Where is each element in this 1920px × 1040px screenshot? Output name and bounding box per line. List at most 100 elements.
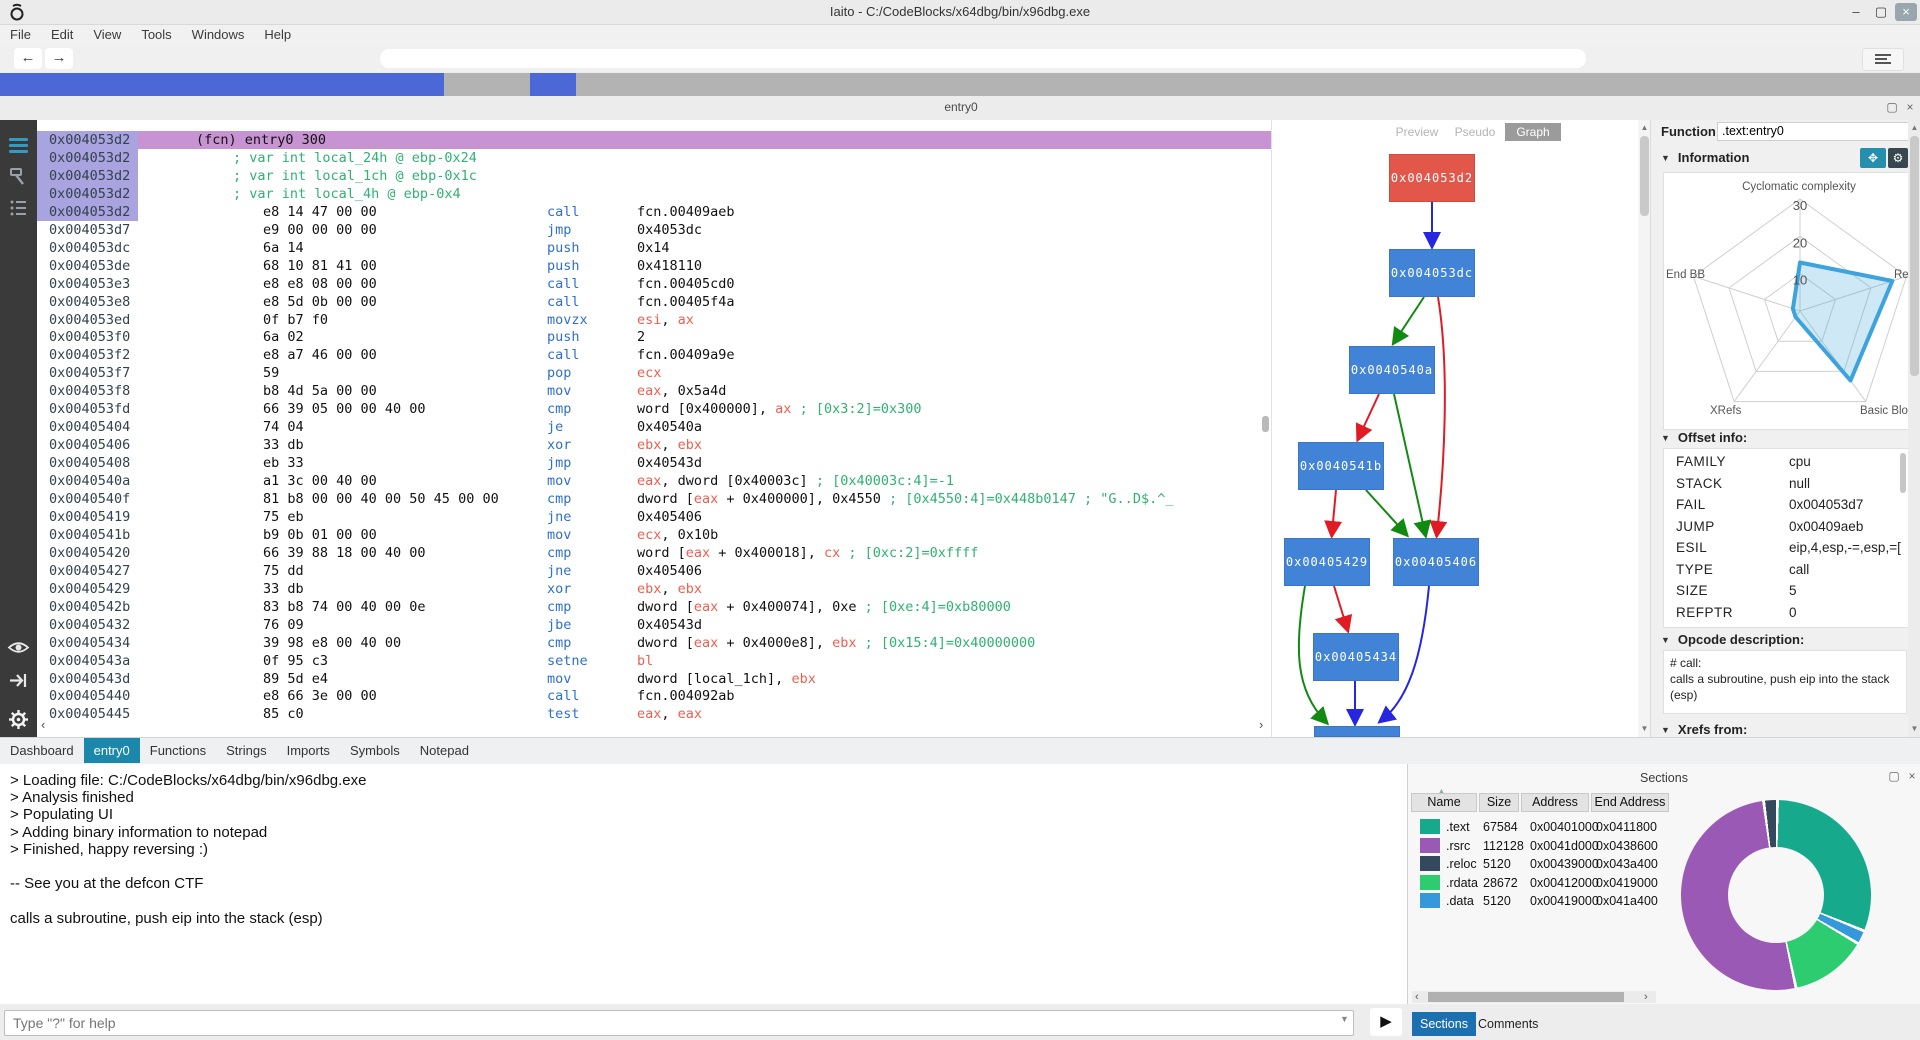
address[interactable]: 0x0040543d: [49, 670, 131, 687]
list-view-icon[interactable]: [7, 196, 30, 219]
address[interactable]: 0x004053e8: [49, 293, 131, 310]
address[interactable]: 0x00405440: [49, 688, 131, 705]
dock-tab-sections[interactable]: Sections: [1412, 1012, 1476, 1036]
graph-node[interactable]: 0x00405434: [1313, 633, 1399, 681]
address[interactable]: 0x0040543a: [49, 652, 131, 669]
function-name-input[interactable]: [1717, 122, 1913, 141]
graph-vertical-scrollbar[interactable]: ▲ ▼: [1638, 120, 1651, 737]
back-button[interactable]: ←: [14, 48, 42, 69]
address[interactable]: 0x004053d7: [49, 221, 131, 238]
section-row[interactable]: .reloc 5120 0x00439000 0x043a400: [1408, 855, 1678, 873]
information-section-header[interactable]: ▼Information: [1661, 150, 1750, 165]
omnibox-input[interactable]: [380, 49, 1586, 68]
tab-strings[interactable]: Strings: [226, 743, 267, 758]
hscroll-left-arrow[interactable]: ‹: [41, 717, 46, 732]
address[interactable]: 0x004053fd: [49, 401, 131, 418]
address[interactable]: 0x004053f7: [49, 365, 131, 382]
address[interactable]: 0x004053dc: [49, 239, 131, 256]
tab-imports[interactable]: Imports: [286, 743, 330, 758]
address[interactable]: 0x004053f2: [49, 347, 131, 364]
address[interactable]: 0x004053d2: [49, 149, 131, 166]
opcode-description-header[interactable]: ▼Opcode description:: [1661, 632, 1805, 647]
address[interactable]: 0x004053f8: [49, 383, 131, 400]
graph-node[interactable]: [1314, 726, 1400, 737]
close-button[interactable]: ×: [1895, 3, 1917, 21]
console-output[interactable]: > Loading file: C:/CodeBlocks/x64dbg/bin…: [0, 764, 1408, 1004]
section-row[interactable]: .rdata 28672 0x00412000 0x0419000: [1408, 874, 1678, 892]
address[interactable]: 0x004053d2: [49, 203, 131, 220]
disasm-vertical-scrollbar[interactable]: [1262, 416, 1269, 432]
offset-info-scrollbar[interactable]: [1900, 453, 1906, 493]
address[interactable]: 0x00405429: [49, 580, 131, 597]
address[interactable]: 0x0040540a: [49, 473, 131, 490]
address[interactable]: 0x004053f0: [49, 329, 131, 346]
address[interactable]: 0x0040542b: [49, 598, 131, 615]
address[interactable]: 0x0040540f: [49, 491, 131, 507]
command-input[interactable]: [4, 1010, 1354, 1036]
dock-float-icon[interactable]: ▢: [1888, 769, 1900, 783]
scroll-up-icon[interactable]: ▲: [1640, 123, 1649, 132]
scroll-right-icon[interactable]: ›: [1644, 991, 1648, 1003]
address[interactable]: 0x00405419: [49, 508, 131, 525]
panel-vertical-scrollbar[interactable]: ▲ ▼: [1908, 120, 1920, 737]
address[interactable]: 0x00405408: [49, 455, 131, 472]
disasm-row[interactable]: 0x004053d2; var int local_4h @ ebp-0x4: [37, 184, 1271, 203]
address[interactable]: 0x004053d2: [49, 167, 131, 184]
address[interactable]: 0x004053e3: [49, 275, 131, 292]
address[interactable]: 0x004053de: [49, 257, 131, 274]
graph-node[interactable]: 0x0040540a: [1349, 346, 1435, 394]
column-header-end-address[interactable]: End Address: [1591, 793, 1669, 812]
tab-notepad[interactable]: Notepad: [419, 743, 469, 758]
graph-node[interactable]: 0x00405429: [1284, 538, 1370, 586]
radar-view-button[interactable]: ✥: [1860, 148, 1886, 168]
section-row[interactable]: .rsrc 112128 0x0041d000 0x0438600: [1408, 837, 1678, 855]
address[interactable]: 0x00405445: [49, 706, 131, 723]
section-row[interactable]: .text 67584 0x00401000 0x0411800: [1408, 818, 1678, 836]
tab-entry0[interactable]: entry0: [83, 738, 140, 763]
chevron-down-icon[interactable]: ▼: [1340, 1014, 1349, 1024]
jump-to-icon[interactable]: [7, 669, 30, 692]
disasm-row[interactable]: 0x004053d2(fcn) entry0 300: [37, 131, 1271, 149]
graph-tab-preview[interactable]: Preview: [1395, 125, 1439, 139]
tab-symbols[interactable]: Symbols: [349, 743, 400, 758]
menu-file[interactable]: File: [10, 27, 31, 42]
tab-dashboard[interactable]: Dashboard: [10, 743, 74, 758]
menu-edit[interactable]: Edit: [50, 27, 74, 42]
scroll-up-icon[interactable]: ▲: [1910, 123, 1919, 132]
scroll-down-icon[interactable]: ▼: [1910, 724, 1919, 733]
hamburger-menu-icon[interactable]: [7, 134, 30, 157]
address[interactable]: 0x004053d2: [49, 132, 131, 148]
hammer-icon[interactable]: [7, 165, 30, 188]
column-header-size[interactable]: Size: [1479, 793, 1519, 812]
hscroll-right-arrow[interactable]: ›: [1259, 717, 1264, 732]
graph-tab-graph[interactable]: Graph: [1505, 123, 1561, 141]
menu-help[interactable]: Help: [264, 27, 292, 42]
disasm-row[interactable]: 0x004053d2; var int local_1ch @ ebp-0x1c: [37, 166, 1271, 185]
tab-functions[interactable]: Functions: [149, 743, 207, 758]
address[interactable]: 0x00405404: [49, 419, 131, 436]
address[interactable]: 0x004053d2: [49, 185, 131, 202]
